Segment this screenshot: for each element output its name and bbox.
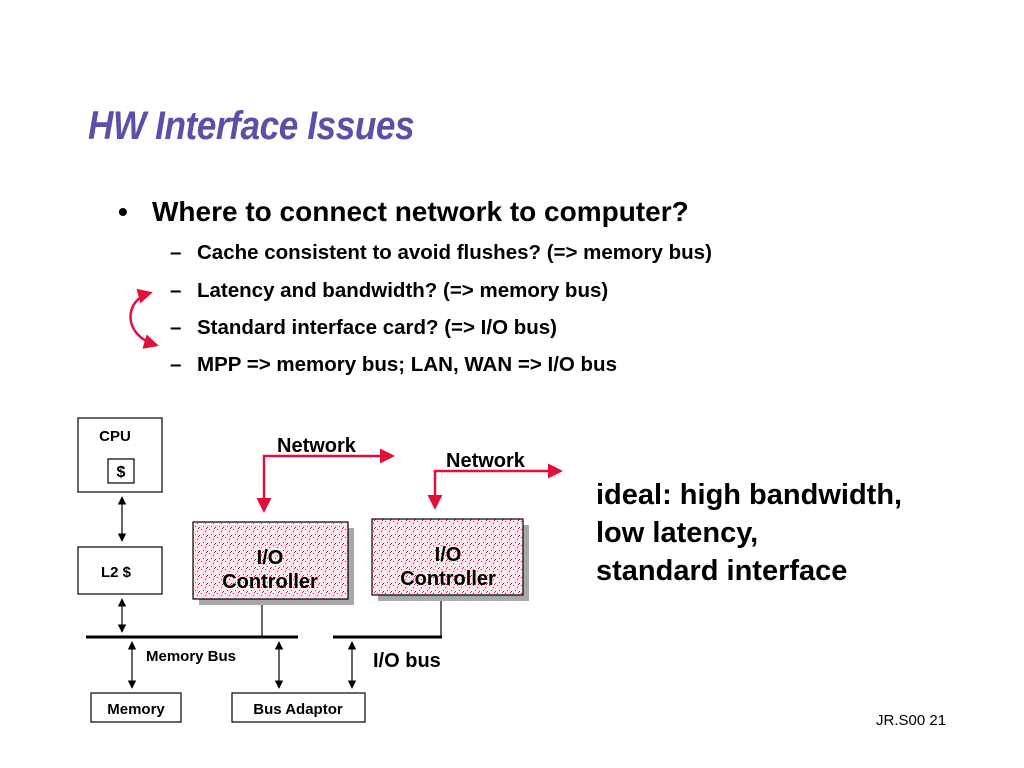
network-1-label: Network — [277, 435, 357, 457]
bus-adaptor-label: Bus Adaptor — [253, 701, 343, 718]
sub-bullet-3: –Standard interface card? (=> I/O bus) — [170, 316, 557, 340]
controller-1-label-line2: Controller — [222, 571, 318, 593]
network-2-label: Network — [446, 450, 526, 472]
controller-2-box — [371, 518, 524, 596]
memory-box — [90, 692, 182, 723]
bus-adaptor-box — [231, 692, 366, 723]
l2-cache-label: L2 $ — [101, 564, 132, 581]
slide-footer: JR.S00 21 — [876, 712, 947, 729]
dash: – — [170, 279, 182, 302]
cache-box — [107, 458, 135, 484]
ideal-line-1: ideal: high bandwidth, — [596, 479, 903, 511]
io-bus-label: I/O bus — [373, 650, 441, 672]
cpu-label: CPU — [99, 428, 131, 445]
sub-bullet-1: –Cache consistent to avoid flushes? (=> … — [170, 241, 712, 265]
sub-bullet-text: MPP => memory bus; LAN, WAN => I/O bus — [197, 353, 617, 376]
dash: – — [170, 241, 182, 264]
controller-2-label-line1: I/O — [435, 544, 462, 566]
memory-label: Memory — [107, 701, 165, 718]
network-1-arrow — [256, 448, 395, 513]
cache-label: $ — [117, 464, 126, 481]
bullet-dot: • — [118, 196, 128, 227]
network-2-arrow — [427, 463, 563, 510]
sub-bullet-4: –MPP => memory bus; LAN, WAN => I/O bus — [170, 353, 617, 377]
swap-bracket-arrow — [129, 288, 159, 349]
sub-bullet-text: Latency and bandwidth? (=> memory bus) — [197, 279, 609, 302]
ideal-summary: ideal: high bandwidth, low latency, stan… — [596, 476, 902, 590]
memory-bus-label: Memory Bus — [146, 648, 236, 665]
sub-bullet-text: Cache consistent to avoid flushes? (=> m… — [197, 241, 712, 264]
dash: – — [170, 316, 182, 339]
main-bullet-text: Where to connect network to computer? — [152, 196, 689, 227]
dash: – — [170, 353, 182, 376]
slide-title: HW Interface Issues — [88, 104, 415, 148]
controller-1-label-line1: I/O — [257, 547, 284, 569]
ideal-line-3: standard interface — [596, 555, 848, 587]
main-bullet: • Where to connect network to computer? — [118, 196, 689, 228]
ideal-line-2: low latency, — [596, 517, 759, 549]
l2-cache-box — [77, 546, 163, 595]
controller-1-box — [192, 521, 349, 600]
sub-bullet-2: –Latency and bandwidth? (=> memory bus) — [170, 279, 608, 303]
sub-bullet-text: Standard interface card? (=> I/O bus) — [197, 316, 557, 339]
controller-2-label-line2: Controller — [400, 568, 496, 590]
